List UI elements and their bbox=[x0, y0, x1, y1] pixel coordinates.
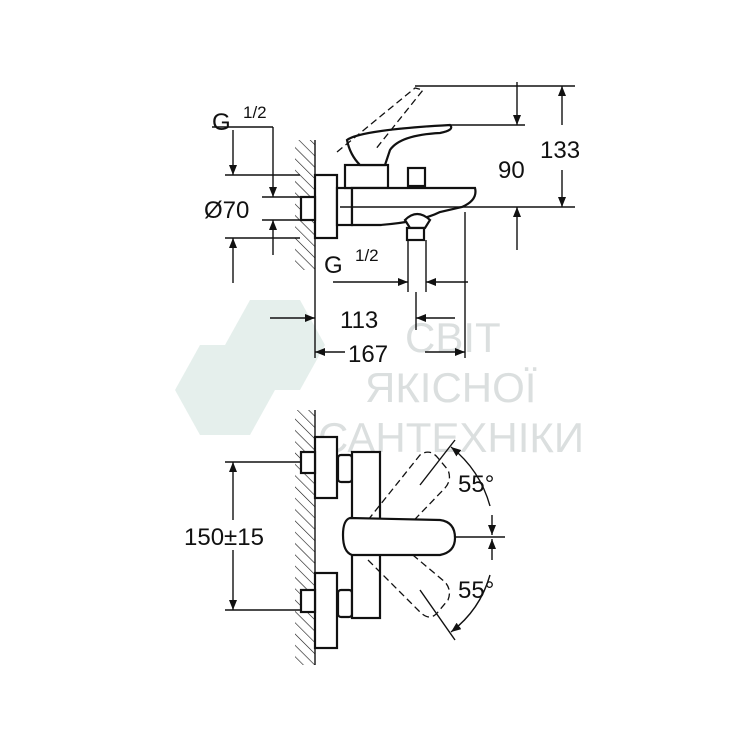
inlet-stub bbox=[299, 195, 317, 222]
angle-up-label: 55° bbox=[458, 471, 494, 498]
front-view: 55° 55° 150±15 bbox=[180, 410, 505, 665]
dim-167-label: 167 bbox=[348, 341, 388, 368]
watermark: СВІТ ЯКІСНОЇ САНТЕХНІКИ bbox=[175, 300, 584, 461]
watermark-line2: ЯКІСНОЇ bbox=[365, 364, 537, 411]
diverter-button bbox=[406, 166, 427, 188]
lever bbox=[345, 123, 453, 167]
lower-plate bbox=[313, 571, 339, 650]
angle-down-label: 55° bbox=[458, 577, 494, 604]
upper-nut bbox=[336, 453, 354, 484]
dim-113-label: 113 bbox=[340, 307, 378, 334]
lever-down-position bbox=[367, 539, 451, 618]
outlet-thread-fraction: 1/2 bbox=[355, 246, 379, 265]
watermark-hexagon-icon bbox=[175, 345, 275, 435]
wall-plate bbox=[313, 173, 339, 240]
cartridge bbox=[343, 163, 390, 190]
spacing-label: 150±15 bbox=[184, 524, 264, 551]
lever-up-position bbox=[367, 451, 451, 541]
outlet-fitting bbox=[405, 226, 426, 242]
height-90-label: 90 bbox=[498, 157, 525, 184]
height-133-label: 133 bbox=[540, 137, 580, 164]
lower-stub bbox=[299, 588, 317, 614]
outlet-thread-label: G bbox=[324, 252, 343, 279]
diverter-knob bbox=[403, 212, 432, 230]
upper-stub bbox=[299, 450, 317, 475]
lever bbox=[341, 516, 457, 557]
lever-alt-position bbox=[336, 87, 425, 153]
lower-nut bbox=[336, 588, 354, 619]
diameter-label: Ø70 bbox=[204, 197, 249, 224]
inlet-thread-fraction: 1/2 bbox=[243, 103, 267, 122]
upper-plate bbox=[313, 435, 339, 500]
wall-hatch bbox=[295, 410, 315, 665]
inlet-thread-label: G bbox=[212, 109, 231, 136]
watermark-line1: СВІТ bbox=[405, 314, 501, 361]
top-view: G 1/2 Ø70 90 133 G 1/2 113 bbox=[204, 82, 580, 368]
